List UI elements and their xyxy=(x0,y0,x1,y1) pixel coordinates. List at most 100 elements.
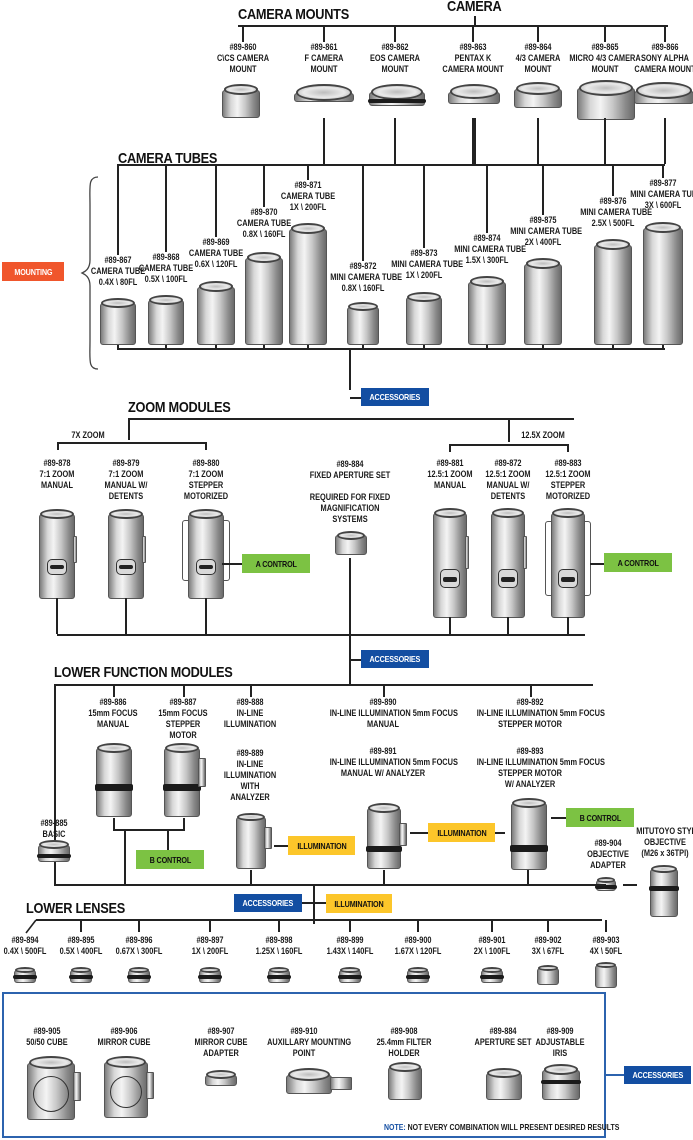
part-number: #89-908 xyxy=(390,1026,418,1036)
camera-mount-part[interactable] xyxy=(577,80,635,120)
part-description: STEPPER xyxy=(188,480,224,490)
part-number: #89-860 xyxy=(229,42,257,52)
inline-illumination-part[interactable] xyxy=(236,813,272,869)
camera-tube-part[interactable] xyxy=(406,292,442,345)
camera-tube-part[interactable] xyxy=(197,281,235,345)
camera-mount-part[interactable] xyxy=(448,84,500,104)
zoom-module-part[interactable] xyxy=(39,509,77,599)
lower-lens-part[interactable] xyxy=(595,962,617,988)
accessory-part[interactable] xyxy=(286,1068,352,1094)
part-description: ADAPTER xyxy=(203,1048,239,1058)
accessory-part[interactable] xyxy=(205,1070,237,1086)
camera-tube-part[interactable] xyxy=(643,222,683,345)
zoom-module-part[interactable] xyxy=(182,509,230,599)
part-spec: 1.25X \ 160FL xyxy=(255,946,303,956)
connector-line xyxy=(128,418,574,420)
part-note: MAGNIFICATION xyxy=(320,503,380,513)
connector-line xyxy=(350,659,362,661)
part-number: #89-864 xyxy=(524,42,552,52)
part-description: MANUAL xyxy=(41,480,73,490)
part-number: #89-885 xyxy=(40,818,68,828)
fixed-aperture-set-part[interactable] xyxy=(335,531,367,555)
camera-tube-part[interactable] xyxy=(594,239,632,345)
part-number: #89-884 xyxy=(336,459,364,469)
lower-lens-part[interactable] xyxy=(69,967,93,983)
connector-line xyxy=(417,920,419,932)
a-control-tag: A CONTROL xyxy=(604,553,672,572)
camera-tube-part[interactable] xyxy=(468,276,506,345)
camera-mount-part[interactable] xyxy=(368,84,426,106)
part-spec: 0.67X \ 300FL xyxy=(115,946,163,956)
connector-line xyxy=(491,920,493,932)
accessories-tag[interactable]: ACCESSORIES xyxy=(361,650,429,668)
camera-mount-part[interactable] xyxy=(294,84,354,102)
camera-mount-part[interactable] xyxy=(634,82,693,104)
part-description: MANUAL xyxy=(367,719,399,729)
camera-mount-part[interactable] xyxy=(514,82,562,108)
zoom-module-part[interactable] xyxy=(108,509,146,599)
camera-tube-part[interactable] xyxy=(100,298,136,345)
accessories-tag[interactable]: ACCESSORIES xyxy=(624,1066,691,1084)
part-description: DETENTS xyxy=(108,491,144,501)
accessories-tag[interactable]: ACCESSORIES xyxy=(361,388,429,406)
lower-lens-part[interactable] xyxy=(480,967,504,983)
inline-focus-stepper-part[interactable] xyxy=(510,798,548,870)
camera-tube-part[interactable] xyxy=(245,252,283,345)
part-spec: 0.4X \ 500FL xyxy=(3,946,47,956)
diagram-title: CAMERA xyxy=(447,0,502,15)
part-number: #89-863 xyxy=(459,42,487,52)
lower-lens-part[interactable] xyxy=(338,967,362,983)
zoom-module-part[interactable] xyxy=(545,508,591,618)
camera-tube-part[interactable] xyxy=(289,223,327,345)
connector-line xyxy=(125,598,127,634)
zoom-module-part[interactable] xyxy=(491,508,527,618)
focus-stepper-part[interactable] xyxy=(163,743,206,817)
part-number: #89-905 xyxy=(33,1026,61,1036)
lower-lens-part[interactable] xyxy=(198,967,222,983)
mitutoyo-objective-part[interactable] xyxy=(649,865,679,917)
basic-module-part[interactable] xyxy=(37,840,71,862)
connector-line xyxy=(567,444,569,452)
connector-line xyxy=(307,345,309,349)
part-description: IN-LINE xyxy=(236,759,264,769)
connector-line xyxy=(117,164,665,166)
part-number: #89-892 xyxy=(516,697,544,707)
lower-lens-part[interactable] xyxy=(13,967,37,983)
lower-lens-part[interactable] xyxy=(406,967,430,983)
camera-tube-part[interactable] xyxy=(347,302,379,345)
connector-line xyxy=(209,920,211,932)
camera-tube-part[interactable] xyxy=(148,295,184,345)
accessory-part[interactable] xyxy=(541,1064,581,1100)
part-description: 3X \ 600FL xyxy=(644,200,682,210)
part-number: #89-878 xyxy=(43,458,71,468)
part-description: ADAPTER xyxy=(590,860,626,870)
zoom-module-part[interactable] xyxy=(433,508,469,618)
group-7x-zoom: 7X ZOOM xyxy=(71,430,105,440)
part-description: 0.6X \ 120FL xyxy=(194,259,238,269)
camera-mount-part[interactable] xyxy=(222,84,260,118)
part-description: 12.5:1 ZOOM xyxy=(545,469,591,479)
lower-lens-part[interactable] xyxy=(127,967,151,983)
lower-lens-part[interactable] xyxy=(537,965,559,985)
lower-lens-part[interactable] xyxy=(267,967,291,983)
accessories-panel xyxy=(2,992,606,1138)
accessory-part[interactable] xyxy=(388,1062,422,1100)
part-description: IRIS xyxy=(552,1048,568,1058)
accessories-tag[interactable]: ACCESSORIES xyxy=(234,894,302,912)
accessory-part[interactable] xyxy=(486,1068,522,1100)
connector-line xyxy=(362,165,364,261)
part-description: MOTORIZED xyxy=(183,491,229,501)
part-description: MOUNT xyxy=(229,64,257,74)
inline-focus-manual-part[interactable] xyxy=(366,803,407,869)
connector-line xyxy=(242,26,244,42)
part-description: MOUNT xyxy=(524,64,552,74)
camera-tube-part[interactable] xyxy=(524,258,562,345)
note-label: NOTE: xyxy=(384,1122,406,1132)
focus-manual-part[interactable] xyxy=(95,743,133,817)
